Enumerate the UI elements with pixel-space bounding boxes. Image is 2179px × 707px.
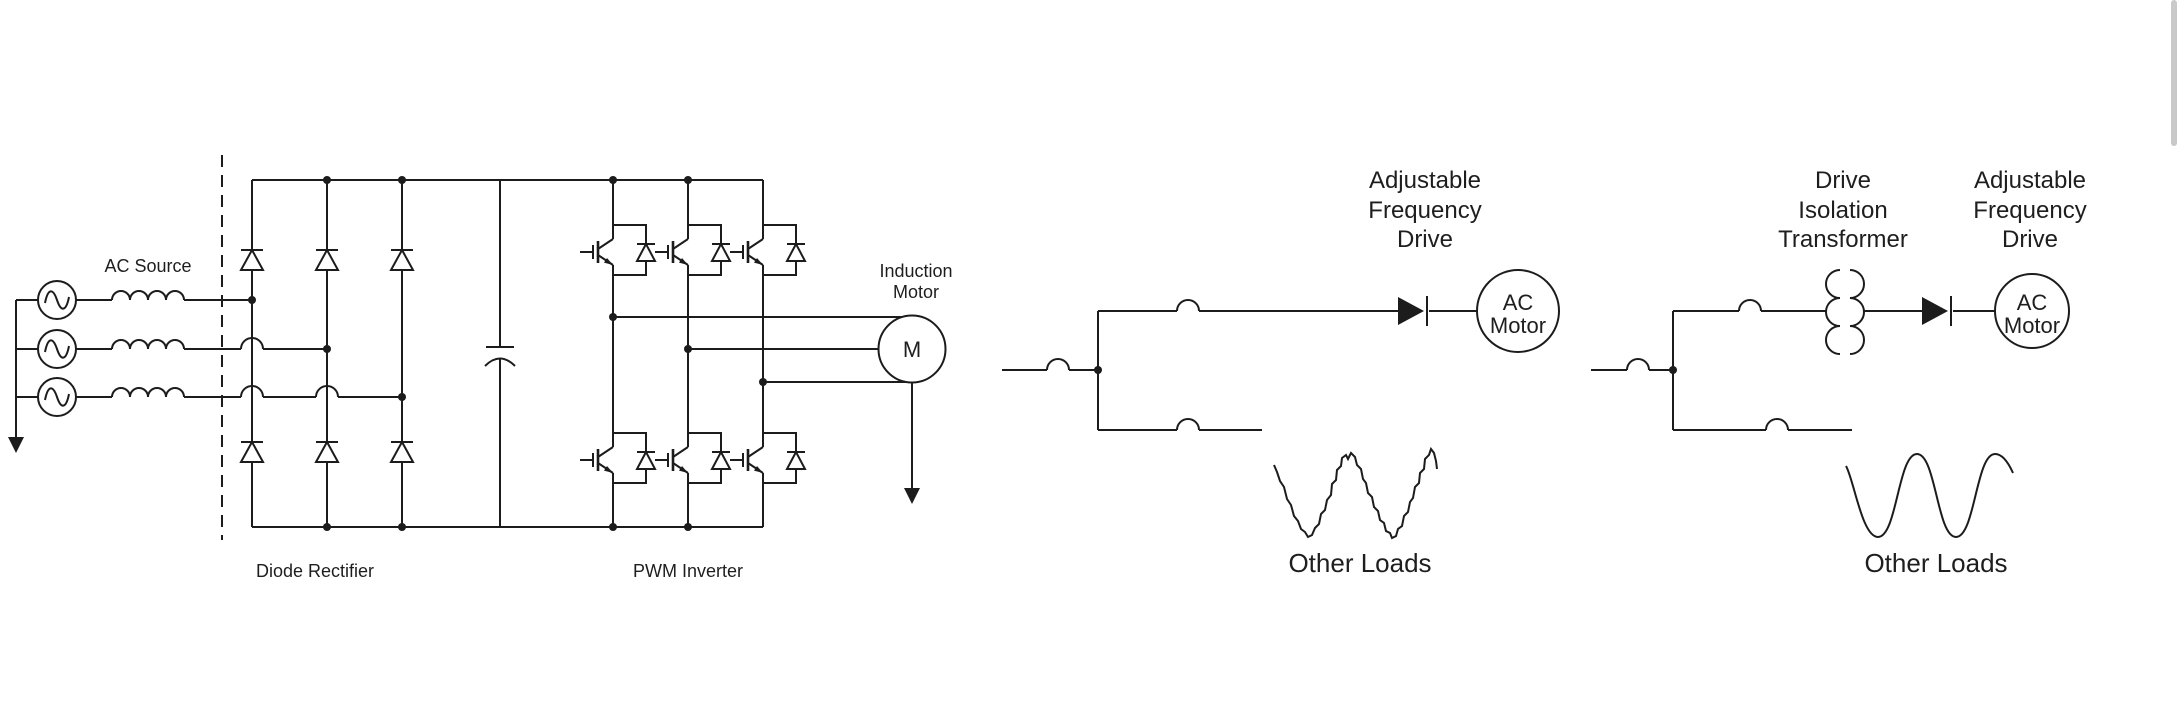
ac-source-symbol [37,329,77,369]
induction-motor-label-line2: Motor [893,282,939,302]
vfd-schematic: M AC Source Induction Motor Diode Rectif… [8,155,953,581]
adjustable-frequency-drive-label-line2: Frequency [1368,197,1481,224]
diode-rectifier [240,180,414,527]
afd-diode-symbol [1921,295,1952,327]
ac-motor-label-line2: Motor [2004,313,2060,338]
adjustable-frequency-drive-label-line3: Drive [1397,226,1453,253]
motor-m-label: M [903,337,921,362]
phase-feed-lines [184,299,402,398]
drive-isolation-transformer-label-line3: Transformer [1778,226,1908,253]
igbt-module [653,425,732,491]
ac-source-symbol [37,377,77,417]
scrollbar-thumb[interactable] [2171,0,2177,146]
ac-motor-label-line1: AC [2017,290,2048,315]
adjustable-frequency-drive-label-line1: Adjustable [1974,167,2086,194]
adjustable-frequency-drive-label-line1: Adjustable [1369,167,1481,194]
ac-motor-label-line1: AC [1503,290,1534,315]
source-bus [8,299,38,453]
ac-source-symbol [37,280,77,320]
induction-motor-label-line1: Induction [879,261,952,281]
other-loads-label: Other Loads [1864,548,2007,578]
igbt-module [728,425,807,491]
clean-waveform [1845,452,2014,539]
isolation-transformer-symbol [1825,269,1865,355]
ac-source-label: AC Source [104,256,191,276]
adjustable-frequency-drive-label-line2: Frequency [1973,197,2086,224]
ac-motor-circle [1994,273,2070,349]
drive-isolation-transformer-label-line2: Isolation [1798,197,1887,224]
afd-diode-symbol [1397,295,1428,327]
motor-phase-leads [613,316,908,383]
afd-oneline-diagram: AC Motor Adjustable Frequency Drive Othe… [1002,167,1560,578]
dc-link-capacitor [484,180,516,527]
ac-motor-label-line2: Motor [1490,313,1546,338]
diode-rectifier-label: Diode Rectifier [256,561,374,581]
drive-isolation-transformer-label-line1: Drive [1815,167,1871,194]
afd-with-isolation-transformer-diagram: AC Motor Drive Isolation Transformer Adj… [1591,167,2087,578]
igbt-module [578,217,657,283]
igbt-module [728,217,807,283]
igbt-module [653,217,732,283]
pwm-inverter-label: PWM Inverter [633,561,743,581]
igbt-module [578,425,657,491]
other-loads-label: Other Loads [1288,548,1431,578]
adjustable-frequency-drive-label-line3: Drive [2002,226,2058,253]
ac-motor-circle [1476,269,1560,353]
line-reactor-coils [76,290,185,398]
distorted-waveform [1273,446,1438,540]
junction-dots [248,176,767,531]
down-arrow-icon [8,437,24,453]
pwm-inverter [578,180,807,527]
induction-motor: M [877,314,947,504]
down-arrow-icon [904,488,920,504]
